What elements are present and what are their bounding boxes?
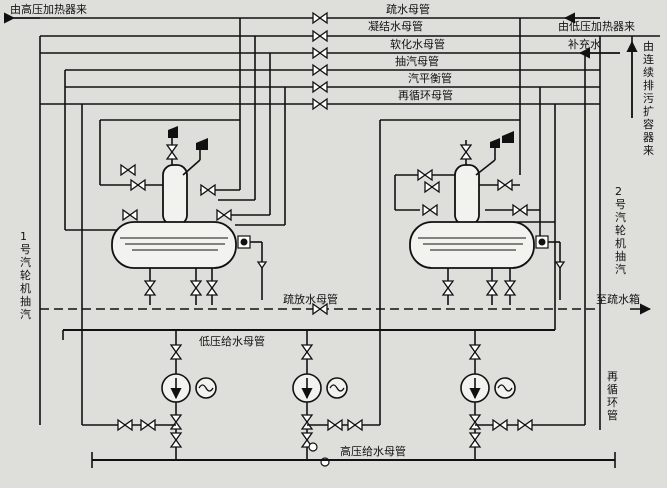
gate-valve-icon[interactable]	[422, 204, 438, 216]
lp-feedwater-header	[62, 329, 555, 340]
label-recirc-header: 再循环母管	[398, 88, 453, 102]
gate-valve-icon[interactable]	[312, 47, 328, 59]
gate-valve-icon[interactable]	[301, 414, 313, 430]
recirc-lines	[81, 360, 586, 467]
label-condensate-header: 凝结水母管	[368, 19, 423, 33]
drain-release-header	[40, 303, 652, 315]
gate-valve-icon[interactable]	[144, 280, 156, 296]
gate-valve-icon[interactable]	[312, 64, 328, 76]
text-labels: 由高压加热器来 疏水母管 凝结水母管 由低压加热器来 软化水母管 补充水 抽汽母…	[10, 2, 640, 458]
gate-valve-icon[interactable]	[117, 419, 133, 431]
gate-valve-icon[interactable]	[327, 419, 343, 431]
right-deaerator	[409, 131, 566, 305]
label-right-extraction: 2号汽轮机抽汽	[615, 185, 626, 276]
right-unit-pipes	[379, 18, 601, 430]
hp-feedwater-header	[91, 452, 616, 468]
safety-valve-icon	[490, 138, 500, 148]
gate-valve-icon[interactable]	[497, 179, 513, 191]
gate-valve-icon[interactable]	[120, 164, 136, 176]
deaerator-tank	[111, 221, 237, 269]
gate-valve-icon[interactable]	[122, 209, 138, 221]
label-top-right-source: 由低压加热器来	[558, 19, 635, 33]
gate-valve-icon[interactable]	[347, 419, 363, 431]
gate-valve-icon[interactable]	[424, 181, 440, 193]
gate-valve-icon[interactable]	[469, 432, 481, 448]
deaerator-tank	[409, 221, 535, 269]
gate-valve-icon[interactable]	[166, 144, 178, 160]
gate-valve-icon[interactable]	[312, 81, 328, 93]
label-left-extraction: 1号汽轮机抽汽	[20, 230, 31, 321]
label-lp-feedwater-header: 低压给水母管	[199, 334, 265, 348]
label-right-blowdown: 由连续排污扩容器来	[643, 40, 654, 157]
label-top-left-source: 由高压加热器来	[10, 2, 87, 16]
label-makeup-water: 补充水	[568, 37, 601, 51]
gate-valve-icon[interactable]	[312, 30, 328, 42]
deaerator-head	[454, 164, 480, 226]
gate-valve-icon[interactable]	[442, 280, 454, 296]
gate-valve-icon[interactable]	[469, 344, 481, 360]
label-to-drain-tank: 至疏水箱	[596, 292, 640, 306]
gate-valve-icon[interactable]	[170, 432, 182, 448]
gate-valve-icon[interactable]	[312, 12, 328, 24]
gate-valve-icon[interactable]	[301, 344, 313, 360]
label-hp-feedwater-header: 高压给水母管	[340, 444, 406, 458]
gate-valve-icon[interactable]	[512, 204, 528, 216]
label-drain-header: 疏水母管	[386, 2, 430, 16]
label-steam-balance: 汽平衡管	[408, 71, 452, 85]
gate-valve-icon[interactable]	[460, 144, 472, 160]
label-drain-release-header: 疏放水母管	[283, 292, 338, 306]
gate-valve-icon[interactable]	[140, 419, 156, 431]
label-extraction-header: 抽汽母管	[395, 54, 439, 68]
left-deaerator	[111, 126, 268, 305]
gate-valve-icon[interactable]	[312, 98, 328, 110]
pump-unit-2	[292, 330, 348, 460]
pumps	[161, 330, 516, 460]
safety-valve-icon	[196, 138, 208, 150]
gate-valve-icon[interactable]	[486, 280, 498, 296]
gate-valve-icon[interactable]	[190, 280, 202, 296]
gate-valve-icon[interactable]	[170, 414, 182, 430]
header-valves	[312, 12, 328, 110]
gate-valve-icon[interactable]	[130, 179, 146, 191]
gate-valve-icon[interactable]	[206, 280, 218, 296]
gate-valve-icon[interactable]	[517, 419, 533, 431]
label-recirc-pipe: 再循环管	[607, 370, 618, 422]
gate-valve-icon[interactable]	[469, 414, 481, 430]
gate-valve-icon[interactable]	[504, 280, 516, 296]
gate-valve-icon[interactable]	[200, 184, 216, 196]
gate-valve-icon[interactable]	[417, 169, 433, 181]
pump-unit-3	[460, 330, 516, 460]
gate-valve-icon[interactable]	[216, 209, 232, 221]
gate-valve-icon[interactable]	[492, 419, 508, 431]
vent-icon	[168, 126, 178, 138]
vent-icon	[502, 131, 514, 143]
top-headers	[3, 12, 660, 118]
label-softened-header: 软化水母管	[390, 37, 445, 51]
pump-unit-1	[161, 330, 217, 460]
gate-valve-icon[interactable]	[170, 344, 182, 360]
